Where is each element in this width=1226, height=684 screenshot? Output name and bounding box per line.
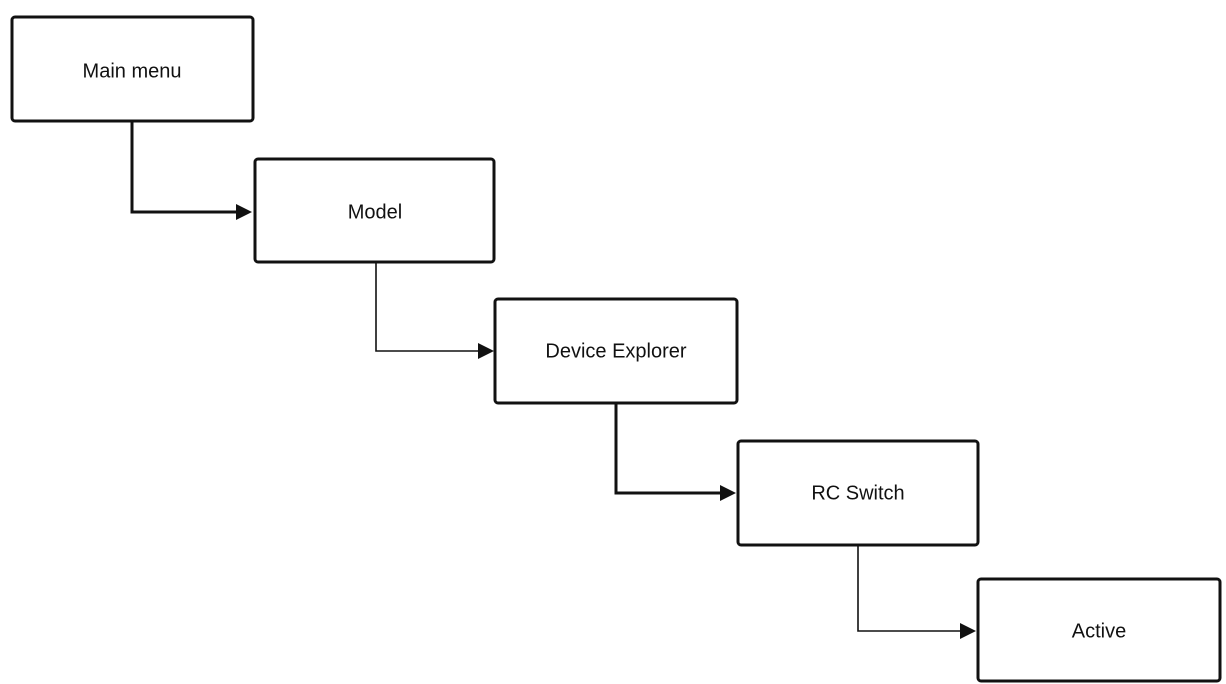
edge-model-to-device-explorer: [375, 263, 494, 359]
node-label-active: Active: [1072, 620, 1126, 642]
arrowhead-icon: [236, 204, 252, 220]
arrowhead-icon: [960, 623, 976, 639]
edge-device-explorer-to-rc-switch: [614, 404, 736, 501]
node-rc-switch: RC Switch: [736, 439, 980, 547]
edge-rc-switch-to-active: [857, 546, 976, 639]
node-label-device-explorer: Device Explorer: [545, 340, 687, 362]
node-model: Model: [253, 157, 496, 264]
arrowhead-icon: [478, 343, 494, 359]
node-active: Active: [976, 577, 1222, 683]
node-label-model: Model: [348, 201, 402, 223]
node-main-menu: Main menu: [10, 15, 255, 123]
node-device-explorer: Device Explorer: [493, 297, 739, 405]
node-label-main-menu: Main menu: [83, 60, 182, 82]
node-label-rc-switch: RC Switch: [811, 482, 904, 504]
arrowhead-icon: [720, 485, 736, 501]
edge-main-menu-to-model: [130, 122, 252, 220]
